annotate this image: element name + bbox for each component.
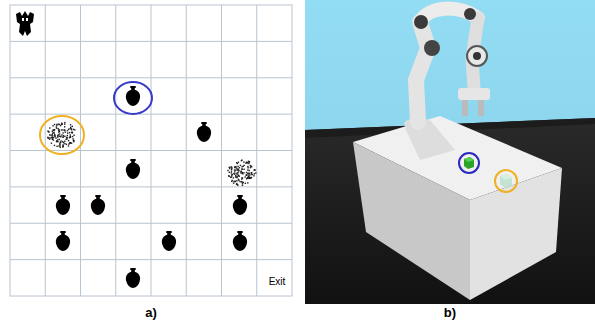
- panel-label: b): [444, 305, 456, 320]
- dust-patches: [47, 122, 256, 186]
- robot-scene: [305, 0, 595, 304]
- grid-world: [10, 5, 292, 296]
- agent-icon: [16, 11, 34, 36]
- highlight-circle: [40, 116, 84, 154]
- vases: [56, 86, 247, 288]
- highlight-circle: [114, 82, 152, 114]
- exit-label: Exit: [269, 276, 286, 287]
- panel-label: a): [145, 305, 157, 320]
